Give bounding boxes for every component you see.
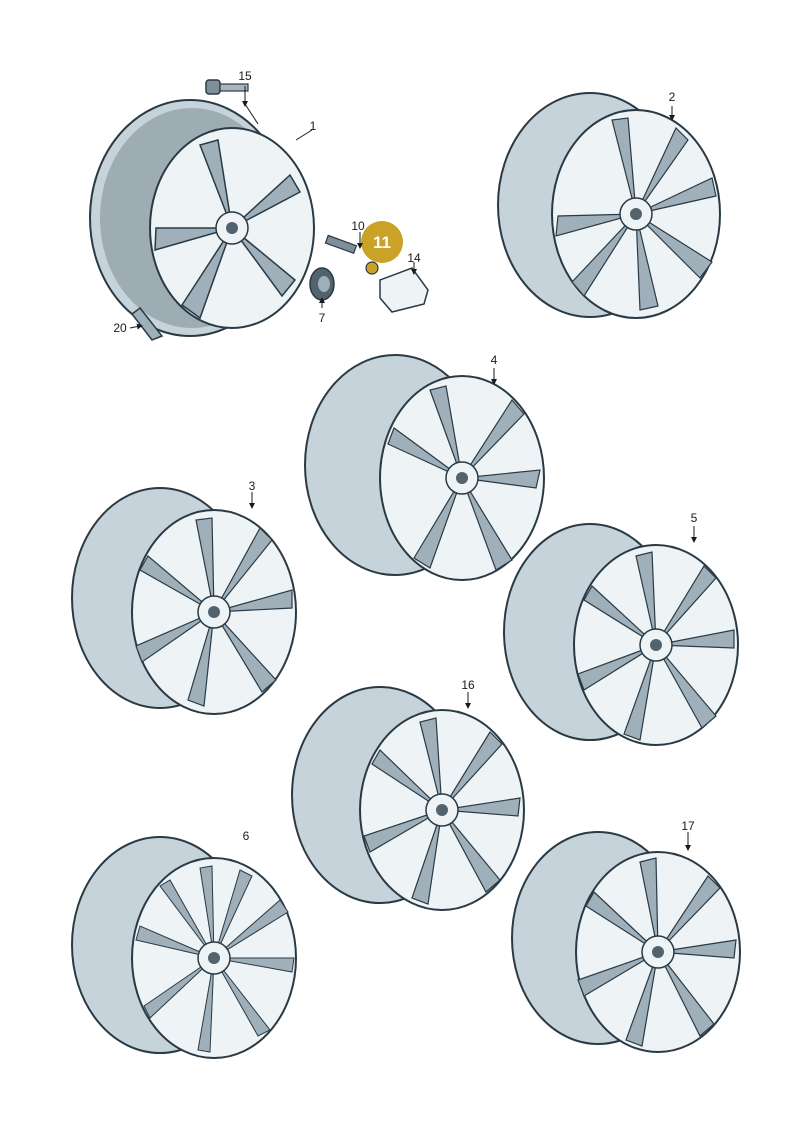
callout-7: 7	[319, 311, 326, 325]
callout-1: 1	[310, 119, 317, 133]
callout-15: 15	[238, 69, 252, 83]
callout-2: 2	[669, 90, 676, 104]
wheel-16[interactable]	[291, 686, 525, 911]
callout-5: 5	[691, 511, 698, 525]
callout-16: 16	[461, 678, 475, 692]
center-cap[interactable]	[309, 267, 335, 301]
wheel-3[interactable]	[71, 487, 297, 715]
callout-14: 14	[407, 251, 421, 265]
callout-17: 17	[681, 819, 695, 833]
callout-10: 10	[351, 219, 365, 233]
wheel-2[interactable]	[497, 92, 721, 319]
wheel-bolt[interactable]	[205, 79, 249, 95]
wheel-1[interactable]	[89, 99, 315, 337]
callout-6: 6	[243, 829, 250, 843]
highlight-badge[interactable]: 11	[361, 221, 403, 263]
valve-nut[interactable]	[365, 261, 379, 275]
highlight-badge-label: 11	[373, 233, 391, 252]
wheel-5[interactable]	[503, 523, 739, 746]
valve-cap[interactable]	[379, 267, 429, 313]
callout-20: 20	[113, 321, 127, 335]
callout-4: 4	[491, 353, 498, 367]
wheel-4[interactable]	[304, 354, 545, 581]
wheel-17[interactable]	[511, 831, 741, 1053]
valve-stem[interactable]	[324, 234, 358, 255]
wheel-6[interactable]	[71, 836, 297, 1059]
callout-3: 3	[249, 479, 256, 493]
balance-weight[interactable]	[130, 306, 164, 341]
